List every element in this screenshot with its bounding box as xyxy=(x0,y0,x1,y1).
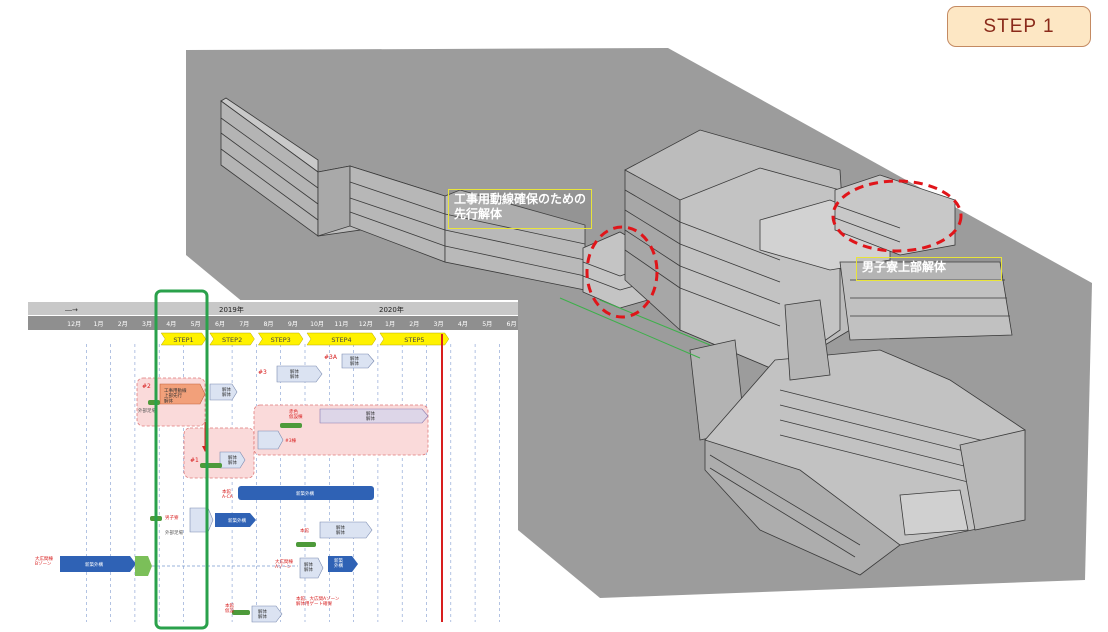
task-bar xyxy=(209,383,238,401)
side-label: 男子寮 xyxy=(165,514,179,521)
boys-dorm-callout: 男子寮上部解体 xyxy=(856,257,1002,281)
milestone-bars xyxy=(148,400,316,615)
month-label: 4月 xyxy=(166,321,176,328)
month-label: 5月 xyxy=(191,321,201,328)
task-bar-blue xyxy=(215,513,256,527)
step-tag xyxy=(257,332,304,346)
month-label: 1月 xyxy=(385,321,395,328)
month-label: 11月 xyxy=(334,321,348,328)
month-label: 6月 xyxy=(215,321,225,328)
path-line xyxy=(559,297,701,359)
task-bar xyxy=(257,430,284,450)
month-label: 8月 xyxy=(263,321,273,328)
west-wing-building xyxy=(220,97,656,309)
side-label: 赤色仮設棟 xyxy=(289,408,303,420)
task-label: 解体解体 xyxy=(228,454,237,466)
month-labels: 12月 1月 2月 3月 4月 5月 6月 7月 8月 9月 10月 11月 12月 1月 2月 3月 4月 5月… xyxy=(67,321,516,328)
side-label: #3 xyxy=(258,369,267,376)
step-badge: STEP 1 xyxy=(947,6,1091,47)
task-label: 新築外構 xyxy=(334,557,343,569)
step-tag-label: STEP5 xyxy=(404,336,424,344)
task-label: 新築外構 xyxy=(228,517,246,524)
side-label: #1 xyxy=(190,457,199,464)
task-label: 解体解体 xyxy=(336,524,345,536)
month-label: 2月 xyxy=(118,321,128,328)
step-tag xyxy=(209,332,255,346)
phase-zone xyxy=(183,427,255,479)
arrow-label: ―→ xyxy=(65,306,78,314)
step-tag xyxy=(306,332,377,346)
task-bar xyxy=(319,408,429,424)
task-bar xyxy=(299,557,324,579)
side-label: 外部足場 xyxy=(138,407,156,414)
month-label: 3月 xyxy=(142,321,152,328)
demolition-highlight-ellipse xyxy=(831,179,963,253)
side-label: #3A xyxy=(324,354,338,361)
step-tags: STEP1 STEP2 STEP3 STEP4 STEP5 xyxy=(160,332,450,346)
month-label: 3月 xyxy=(434,321,444,328)
task-bar xyxy=(319,521,373,539)
task-bar-blue xyxy=(238,486,374,500)
step-tag xyxy=(379,332,450,346)
task-label: 工事用動線上部先行解体 xyxy=(164,387,187,404)
task-bar-blue xyxy=(60,556,136,572)
side-label: 外部足場 xyxy=(165,529,183,536)
year-label: 2019年 xyxy=(219,305,244,314)
year-header-row xyxy=(28,302,518,315)
side-label: 本館 xyxy=(300,527,309,534)
side-label: 本館、大広間Aゾーン解体用ゲート確保 xyxy=(296,595,340,607)
step-tag-label: STEP2 xyxy=(222,336,242,344)
month-label: 6月 xyxy=(507,321,517,328)
step-tag-label: STEP1 xyxy=(173,336,193,344)
task-bar xyxy=(341,353,375,369)
month-label: 12月 xyxy=(67,321,81,328)
task-bar-green xyxy=(135,556,152,576)
task-bar xyxy=(159,383,206,405)
month-label: 10月 xyxy=(310,321,324,328)
month-label: 12月 xyxy=(359,321,373,328)
month-header-row xyxy=(28,316,518,330)
task-label: 解体解体 xyxy=(304,561,313,573)
demolition-highlight-ellipse xyxy=(585,225,659,319)
task-label: 解体解体 xyxy=(258,608,267,620)
task-label: 解体解体 xyxy=(366,410,375,422)
task-bar xyxy=(251,605,283,623)
task-label: 新築外構 xyxy=(296,490,314,497)
task-label: 解体解体 xyxy=(350,355,359,367)
path-line xyxy=(599,299,711,346)
year-label: 2020年 xyxy=(379,305,404,314)
task-bar xyxy=(276,365,323,383)
month-grid-lines xyxy=(86,344,500,622)
current-step-highlight xyxy=(154,289,209,630)
month-label: 5月 xyxy=(482,321,492,328)
task-label: 解体解体 xyxy=(290,368,299,380)
side-label: 本館仮設 xyxy=(225,602,234,614)
month-label: 1月 xyxy=(93,321,103,328)
south-complex-building xyxy=(689,299,1026,576)
month-label: 7月 xyxy=(239,321,249,328)
task-bar-blue xyxy=(328,556,358,572)
task-bar xyxy=(189,507,214,533)
task-label: 解体解体 xyxy=(222,386,231,398)
month-label: 9月 xyxy=(288,321,298,328)
month-label: 4月 xyxy=(458,321,468,328)
side-label: #2 xyxy=(142,383,151,390)
task-label: 新築外構 xyxy=(85,561,103,568)
side-label: #3棟 xyxy=(285,437,297,444)
step-tag-label: STEP4 xyxy=(331,336,351,344)
month-label: 2月 xyxy=(409,321,419,328)
step-tag xyxy=(160,332,207,346)
schedule-background xyxy=(28,300,518,632)
step-tag-label: STEP3 xyxy=(271,336,291,344)
advance-demolition-callout: 工事用動線確保のための先行解体 xyxy=(448,189,592,229)
